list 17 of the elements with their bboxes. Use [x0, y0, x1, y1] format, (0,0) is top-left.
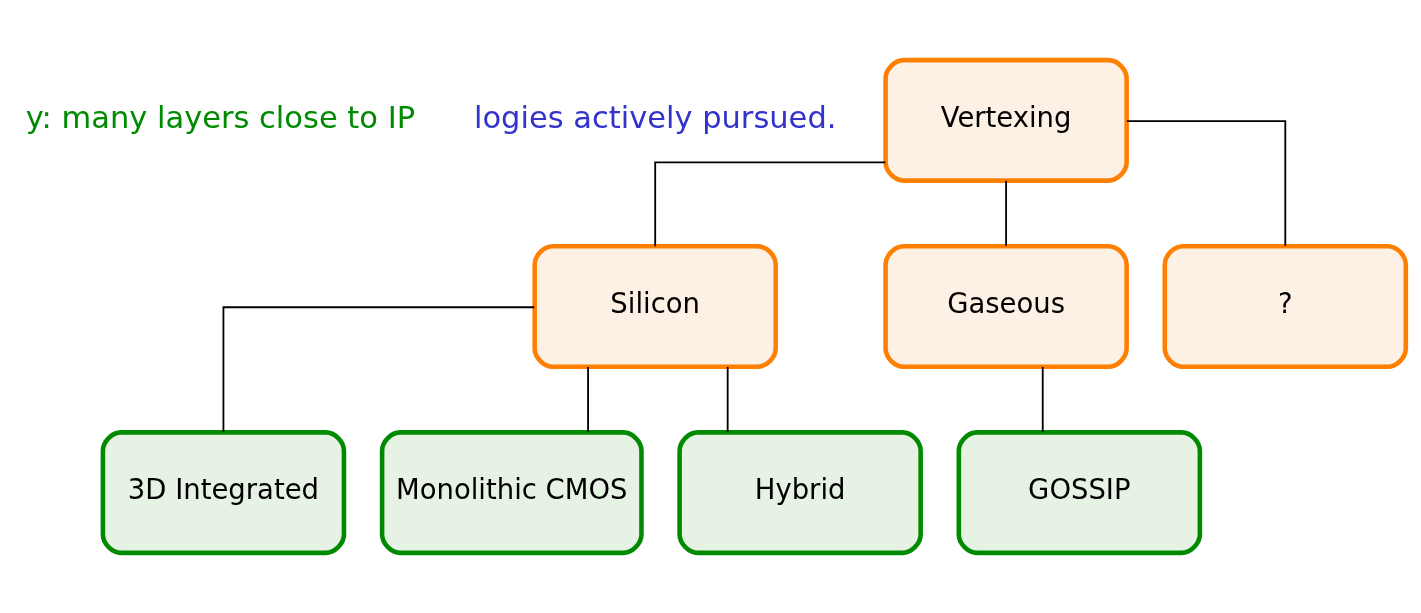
node-box: Silicon: [532, 243, 778, 370]
label: logies actively pursued.: [473, 100, 837, 135]
node-box: Gaseous: [883, 243, 1129, 370]
node-box: Monolithic CMOS: [379, 430, 644, 556]
connector: [222, 306, 536, 433]
connector: [587, 366, 589, 433]
node-box: GOSSIP: [956, 430, 1203, 556]
node-box: 3D Integrated: [100, 430, 347, 556]
connector: [1041, 366, 1044, 433]
node-box: Vertexing: [883, 57, 1129, 183]
node-box: Hybrid: [677, 430, 923, 556]
connector: [1126, 120, 1287, 247]
connector: [1005, 179, 1007, 247]
label: y: many layers close to IP: [25, 100, 416, 135]
node-box: ?: [1162, 243, 1409, 370]
connector: [654, 161, 887, 248]
connector: [726, 366, 729, 433]
